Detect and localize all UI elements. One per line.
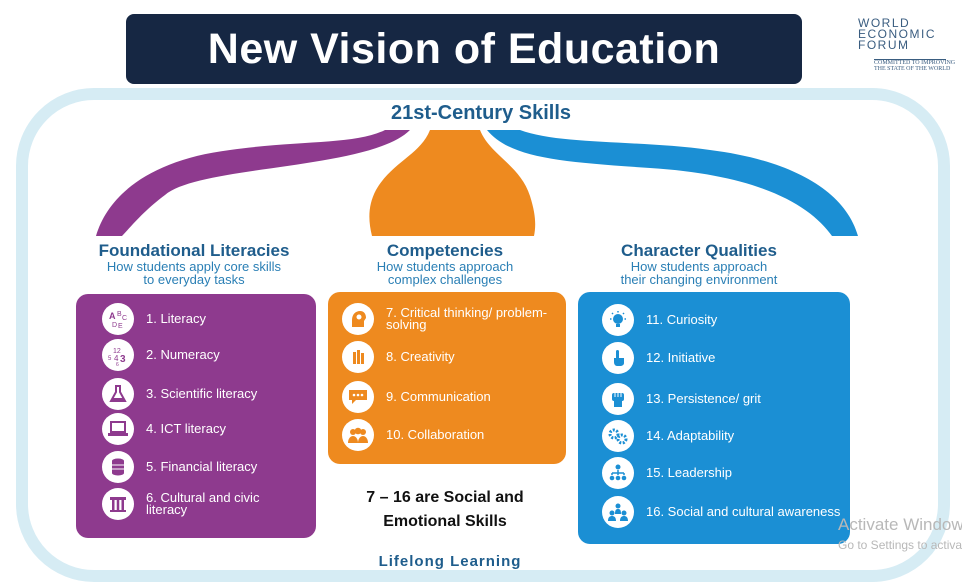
activation-watermark: Activate Windows Go to Settings to activ… [838,514,962,554]
skill-label: 1. Literacy [146,311,206,326]
skill-item-scientific-literacy: 3. Scientific literacy [102,378,272,410]
skill-item-initiative: 12. Initiative [602,342,715,374]
gears-icon [602,420,634,452]
skill-item-adaptability: 14. Adaptability [602,420,734,452]
logo-rule [874,59,946,60]
lifelong-learning-label: Lifelong Learning [378,553,522,570]
column-heading-character: Character Qualities How students approac… [559,241,839,287]
watermark-title: Activate Windows [838,515,962,534]
skill-label: 5. Financial literacy [146,459,258,474]
svg-text:E: E [118,323,123,330]
lightbulb-icon [602,304,634,336]
crayon-box-icon [342,341,374,373]
column-subtitle-line: How students apply core skills [106,259,282,274]
head-gears-icon [342,303,374,335]
svg-text:D: D [112,322,117,329]
skill-label: 15. Leadership [646,465,733,480]
column-title: Competencies [386,241,504,260]
skill-label: 2. Numeracy [146,347,220,362]
laptop-icon [102,413,134,445]
skill-label: 16. Social and cultural awareness [646,504,841,519]
group-icon [342,419,374,451]
social-emotional-note: 7 – 16 are Social and Emotional Skills [320,486,570,534]
speech-bubble-icon [342,381,374,413]
logo-line-1: WORLD [858,16,911,30]
skill-item-creativity: 8. Creativity [342,341,455,373]
fist-icon [602,383,634,415]
flow-purple [96,130,410,236]
skill-label: 10. Collaboration [386,427,485,442]
skill-item-ict-literacy: 4. ICT literacy [102,413,226,445]
skill-label: 7. Critical thinking/ problem-solving [386,305,548,332]
skill-label: 3. Scientific literacy [146,386,258,401]
svg-text:B: B [117,311,122,318]
flow-blue [487,130,858,236]
skill-item-cultural-civic-literacy: 6. Cultural and civic literacy [102,488,282,520]
flow-orange [369,130,536,236]
column-title: Character Qualities [621,241,777,260]
svg-text:3: 3 [120,354,126,365]
skill-label: 11. Curiosity [646,312,718,327]
svg-text:5: 5 [108,356,112,362]
column-subtitle-line: How students approach [376,259,514,274]
logo-line-3: FORUM [858,38,910,52]
column-heading-competencies: Competencies How students approach compl… [305,241,585,287]
column-title: Foundational Literacies [98,241,290,260]
skill-label: 13. Persistence/ grit [646,391,761,406]
skill-item-persistence-grit: 13. Persistence/ grit [602,383,802,415]
social-note-line: Emotional Skills [383,513,507,530]
pillar-icon [102,488,134,520]
svg-text:C: C [122,315,127,322]
logo-tagline: COMMITTED TO IMPROVING THE STATE OF THE … [874,60,956,72]
org-chart-icon [602,457,634,489]
skill-item-curiosity: 11. Curiosity [602,304,717,336]
skill-item-social-cultural-awareness: 16. Social and cultural awareness [602,496,842,528]
column-subtitle-line: to everyday tasks [143,272,245,287]
logo-line-2: ECONOMIC [858,27,936,41]
coin-stack-icon [102,451,134,483]
pointing-hand-icon [602,342,634,374]
diagram-root-title: 21st-Century Skills [390,102,572,124]
flask-icon [102,378,134,410]
skill-label: 9. Communication [386,389,491,404]
skill-label: 12. Initiative [646,350,716,365]
column-subtitle-line: their changing environment [620,272,778,287]
skill-label: 4. ICT literacy [146,421,226,436]
column-subtitle-line: How students approach [630,259,768,274]
column-heading-foundational: Foundational Literacies How students app… [54,241,334,287]
svg-text:6: 6 [116,362,119,366]
skill-item-collaboration: 10. Collaboration [342,419,484,451]
skill-item-leadership: 15. Leadership [602,457,732,489]
watermark-subtitle: Go to Settings to activate Windows. [838,538,962,552]
svg-text:12: 12 [113,348,121,355]
people-icon [602,496,634,528]
skill-label: 8. Creativity [386,349,455,364]
svg-text:A: A [109,311,116,321]
skill-item-financial-literacy: 5. Financial literacy [102,451,272,483]
wef-logo: WORLD ECONOMIC FORUM COMMITTED TO IMPROV… [858,16,958,72]
skill-label: 14. Adaptability [646,428,735,443]
skill-item-critical-thinking: 7. Critical thinking/ problem-solving [342,303,556,335]
svg-text:4: 4 [114,354,119,363]
social-note-line: 7 – 16 are Social and [366,489,524,506]
skill-label: 6. Cultural and civic literacy [146,490,260,517]
title-banner: New Vision of Education [126,14,802,84]
skill-item-communication: 9. Communication [342,381,491,413]
column-subtitle-line: complex challenges [387,272,503,287]
page-title: New Vision of Education [207,24,721,73]
